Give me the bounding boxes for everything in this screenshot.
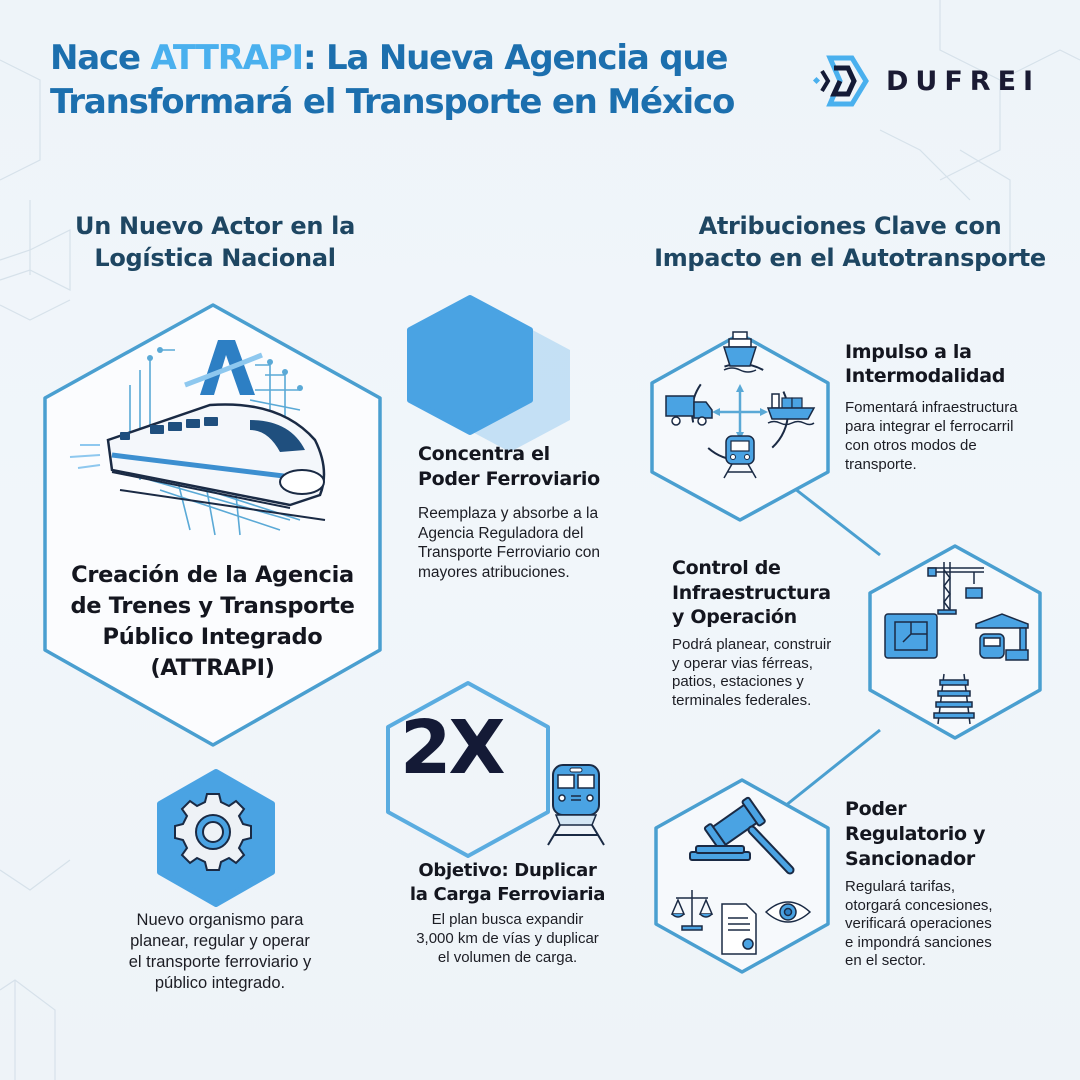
blue-hexagon-icon bbox=[407, 295, 570, 452]
certificate-icon bbox=[721, 903, 757, 955]
intermodal-transport-icon bbox=[665, 331, 816, 479]
gear-icon bbox=[174, 793, 252, 871]
eye-icon bbox=[764, 901, 812, 923]
left-section-heading: Un Nuevo Actor en la Logística Nacional bbox=[75, 212, 355, 272]
infrastructure-hex bbox=[868, 544, 1042, 740]
objective-hex bbox=[386, 681, 550, 858]
gavel-hex bbox=[654, 778, 830, 974]
gavel-icon bbox=[689, 796, 795, 875]
objective-card-title: Objetivo: Duplicar la Carga Ferroviaria bbox=[409, 860, 606, 905]
main-card-title: Creación de la Agencia de Trenes y Trans… bbox=[70, 562, 355, 681]
concentra-card-title: Concentra el Poder Ferroviario bbox=[418, 443, 600, 490]
infrastructure-item-title: Control de Infraestructura y Operación bbox=[672, 557, 831, 628]
right-section-heading: Atribuciones Clave con Impacto en el Aut… bbox=[654, 212, 1046, 272]
dufrei-hexagon-chevron-icon bbox=[812, 55, 869, 107]
intermodal-item-text: Fomentará infraestructura para integrar … bbox=[845, 399, 1018, 473]
objective-big-value: 2X bbox=[400, 705, 506, 791]
connector-line bbox=[779, 728, 881, 812]
high-speed-train-icon bbox=[69, 340, 326, 536]
logo-text: DUFREI bbox=[886, 65, 1041, 97]
train-front-icon bbox=[547, 764, 605, 846]
infrastructure-item-text: Podrá planear, construir y operar vias f… bbox=[672, 636, 832, 709]
intermodal-item-title: Impulso a la Intermodalidad bbox=[845, 341, 1006, 387]
scales-icon bbox=[670, 890, 714, 931]
infrastructure-icon bbox=[884, 562, 1029, 725]
page-title: Nace ATTRAPI: La Nueva Agencia que Trans… bbox=[50, 38, 735, 122]
dufrei-logo: DUFREI bbox=[812, 55, 1052, 107]
regulatory-item-title: Poder Regulatorio y Sancionador bbox=[845, 798, 986, 870]
gear-card-text: Nuevo organismo para planear, regular y … bbox=[128, 911, 312, 992]
connector-line bbox=[789, 483, 881, 557]
concentra-card-text: Reemplaza y absorbe a la Agencia Regulad… bbox=[418, 505, 601, 581]
objective-card-text: El plan busca expandir 3,000 km de vías … bbox=[416, 911, 599, 966]
title-highlight: ATTRAPI bbox=[150, 38, 304, 78]
regulatory-item-text: Regulará tarifas, otorgará concesiones, … bbox=[845, 878, 993, 969]
